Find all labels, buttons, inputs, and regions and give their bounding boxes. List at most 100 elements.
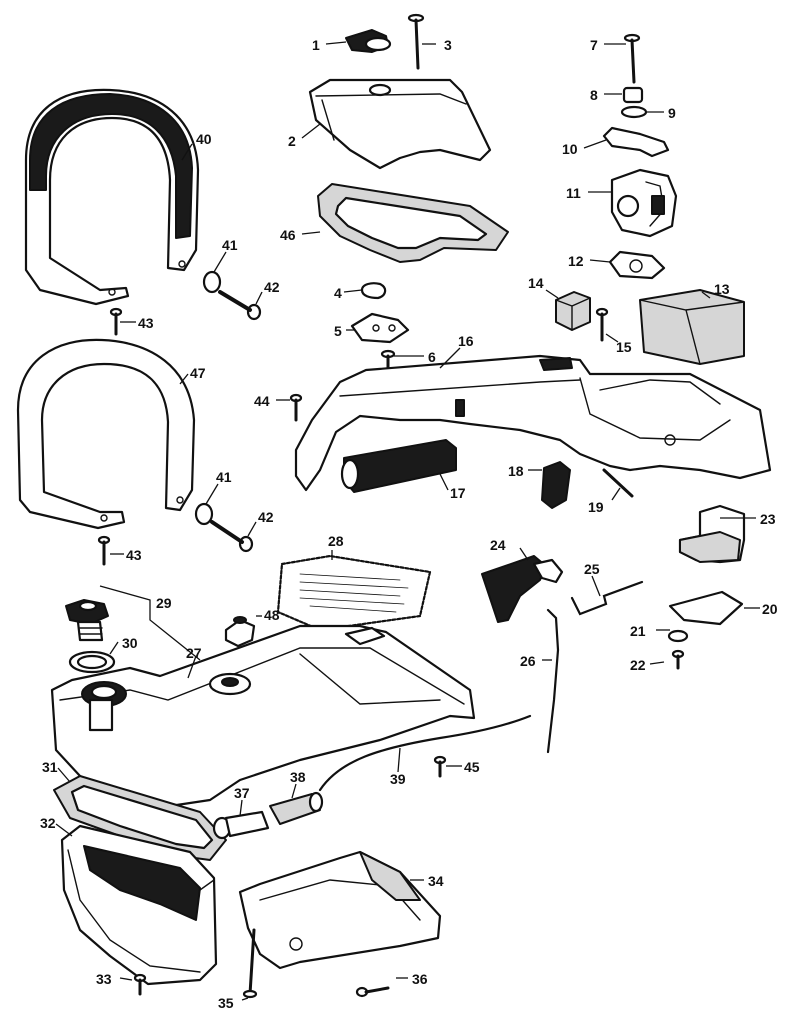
- part-5-plate: [350, 312, 410, 344]
- callout-44: 44: [254, 393, 270, 409]
- callout-16: 16: [458, 333, 474, 349]
- callout-21: 21: [630, 623, 646, 639]
- part-27-tank-housing: [50, 624, 476, 808]
- part-35-screw: [242, 928, 258, 999]
- part-44-screw: [289, 393, 303, 422]
- part-23-mount: [678, 504, 746, 564]
- callout-40: 40: [196, 131, 212, 147]
- callout-26: 26: [520, 653, 536, 669]
- callout-8: 8: [590, 87, 598, 103]
- part-6-screw: [380, 349, 396, 370]
- callout-45: 45: [464, 759, 480, 775]
- part-18-trigger: [541, 461, 571, 509]
- callout-30: 30: [122, 635, 138, 651]
- part-25-rod: [570, 580, 644, 616]
- part-36-screw: [355, 986, 390, 998]
- callout-2: 2: [288, 133, 296, 149]
- callout-38: 38: [290, 769, 306, 785]
- callout-47: 47: [190, 365, 206, 381]
- part-15-screw: [595, 307, 609, 342]
- callout-27: 27: [186, 645, 202, 661]
- callout-3: 3: [444, 37, 452, 53]
- callout-48: 48: [264, 607, 280, 623]
- part-34-bottom-cover: [238, 850, 442, 970]
- part-26-rod: [546, 608, 560, 754]
- part-2-top-cover: [308, 78, 492, 170]
- callout-11: 11: [566, 185, 581, 201]
- callout-36: 36: [412, 971, 428, 987]
- part-45-screw: [433, 755, 447, 778]
- callout-35: 35: [218, 995, 234, 1011]
- callout-32: 32: [40, 815, 56, 831]
- callout-14: 14: [528, 275, 544, 291]
- part-47-bail-handle: [16, 338, 196, 530]
- part-38-sleeve: [269, 791, 324, 825]
- callout-28: 28: [328, 533, 344, 549]
- callout-5: 5: [334, 323, 342, 339]
- part-1-knob: [345, 29, 392, 53]
- part-3-screw: [407, 13, 425, 70]
- callout-25: 25: [584, 561, 600, 577]
- callout-6: 6: [428, 349, 436, 365]
- part-19-pin: [602, 468, 634, 498]
- part-16-handle-housing: [294, 354, 772, 492]
- part-4-clip: [360, 282, 387, 300]
- part-48-fitting: [224, 616, 256, 648]
- part-46-gasket: [317, 183, 509, 263]
- part-22-screw: [671, 649, 685, 670]
- callout-20: 20: [762, 601, 778, 617]
- callout-23: 23: [760, 511, 776, 527]
- part-43-screw-upper: [109, 307, 123, 336]
- callout-41-upper: 41: [222, 237, 238, 253]
- callout-42-lower: 42: [258, 509, 274, 525]
- callout-19: 19: [588, 499, 604, 515]
- part-41-washer-lower: [194, 502, 214, 526]
- callout-29: 29: [156, 595, 172, 611]
- part-41-washer-upper: [202, 270, 222, 294]
- part-24-throttle-lever: [481, 555, 564, 623]
- part-12-carb-gasket: [608, 250, 666, 280]
- callout-33: 33: [96, 971, 112, 987]
- part-43-screw-lower: [97, 535, 111, 566]
- callout-9: 9: [668, 105, 676, 121]
- part-39-fuel-line: [318, 714, 532, 792]
- part-8-nut: [622, 86, 644, 104]
- leader-lines: [55, 41, 760, 1001]
- callout-labels: 1 2 3 4 5 6 7 8 9 10 11 12 13 14 15 16 1…: [40, 37, 778, 1011]
- callout-22: 22: [630, 657, 646, 673]
- part-10-bracket: [602, 126, 670, 158]
- part-29-fuel-cap: [65, 599, 109, 642]
- callout-10: 10: [562, 141, 578, 157]
- callout-13: 13: [714, 281, 730, 297]
- callout-4: 4: [334, 285, 342, 301]
- callout-15: 15: [616, 339, 632, 355]
- callout-34: 34: [428, 873, 444, 889]
- callout-46: 46: [280, 227, 296, 243]
- callout-18: 18: [508, 463, 524, 479]
- callout-39: 39: [390, 771, 406, 787]
- callout-31: 31: [42, 759, 58, 775]
- part-17-grip: [340, 439, 457, 493]
- callout-17: 17: [450, 485, 466, 501]
- part-21-washer: [667, 629, 689, 643]
- part-7-screw: [623, 33, 641, 84]
- callout-12: 12: [568, 253, 584, 269]
- callout-24: 24: [490, 537, 506, 553]
- part-30-cap-gasket-hole: [76, 654, 108, 670]
- part-40-bail-handle: [24, 88, 200, 306]
- part-9-washer: [620, 105, 648, 119]
- part-28-decal: [276, 554, 432, 632]
- part-42-bolt-upper: [218, 290, 262, 321]
- part-14-block: [555, 291, 591, 331]
- part-37-bolt: [212, 810, 270, 840]
- part-11-carburetor: [610, 168, 678, 238]
- part-42-bolt-lower: [210, 520, 254, 553]
- callout-1: 1: [312, 37, 320, 53]
- part-33-screw: [133, 973, 147, 996]
- callout-43-upper: 43: [138, 315, 154, 331]
- callout-41-lower: 41: [216, 469, 232, 485]
- callout-43-lower: 43: [126, 547, 142, 563]
- part-31-gasket-inner: [70, 784, 214, 850]
